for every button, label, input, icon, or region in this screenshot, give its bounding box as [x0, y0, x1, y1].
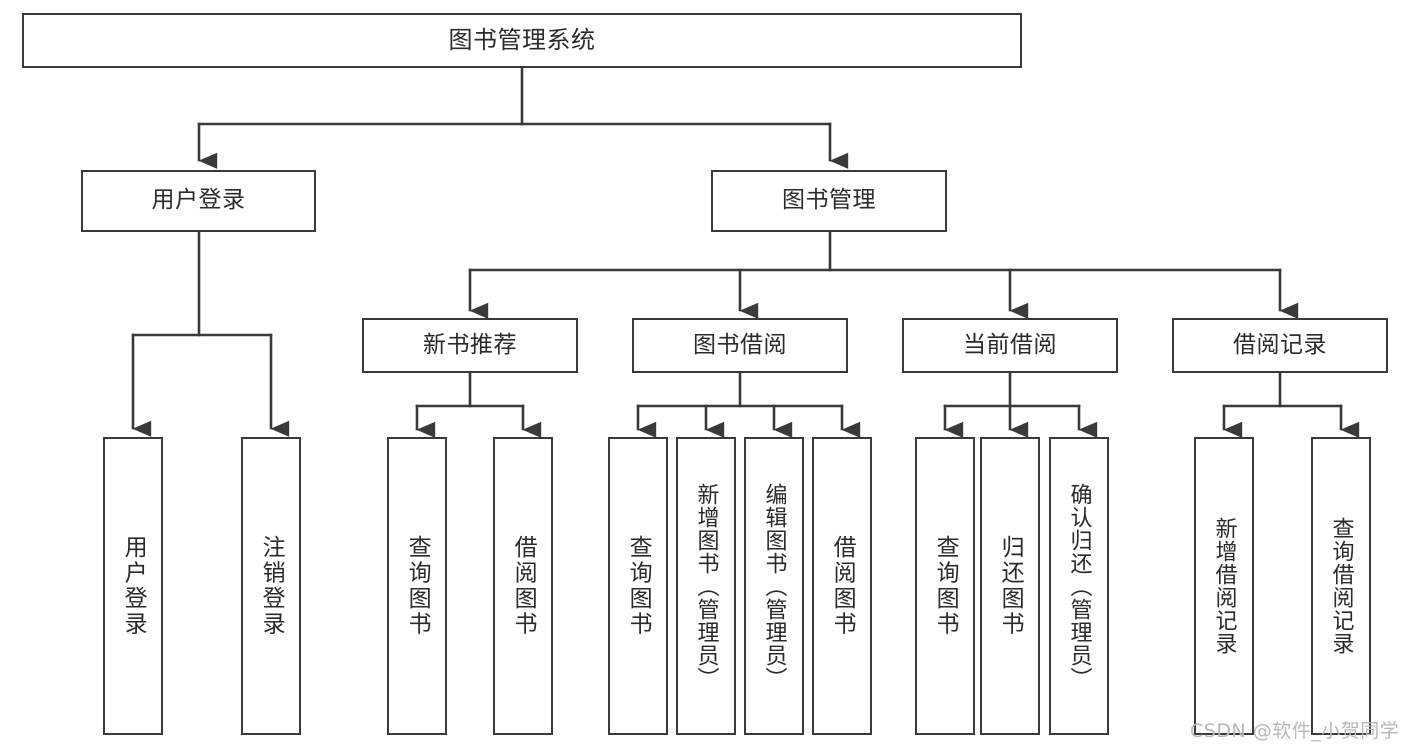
- node-leaf-confirm-return-admin[interactable]: 确认归还（管理员）: [1049, 437, 1109, 735]
- node-label: 注销登录: [258, 535, 285, 637]
- node-label: 新书推荐: [423, 331, 517, 358]
- node-leaf-query-borrow-record[interactable]: 查询借阅记录: [1311, 437, 1371, 735]
- node-leaf-add-borrow-record[interactable]: 新增借阅记录: [1194, 437, 1254, 735]
- node-label: 确认归还（管理员）: [1066, 482, 1092, 690]
- node-label: 新增图书（管理员）: [693, 482, 719, 690]
- node-leaf-query-book-borrow[interactable]: 查询图书: [608, 437, 668, 735]
- node-label: 借阅记录: [1233, 331, 1327, 358]
- node-leaf-logout[interactable]: 注销登录: [241, 437, 301, 735]
- node-label: 借阅图书: [510, 535, 537, 637]
- node-book-management[interactable]: 图书管理: [711, 170, 947, 232]
- watermark-text: CSDN @软件_小贺同学: [1190, 720, 1400, 742]
- node-leaf-edit-book-admin[interactable]: 编辑图书（管理员）: [744, 437, 804, 735]
- node-label: 图书管理系统: [448, 26, 596, 55]
- node-leaf-add-book-admin[interactable]: 新增图书（管理员）: [676, 437, 736, 735]
- node-label: 新增借阅记录: [1211, 517, 1237, 655]
- node-label: 当前借阅: [963, 331, 1057, 358]
- node-label: 编辑图书（管理员）: [761, 482, 787, 690]
- node-leaf-query-book-current[interactable]: 查询图书: [915, 437, 975, 735]
- node-label: 图书管理: [782, 187, 876, 214]
- node-current-borrow[interactable]: 当前借阅: [902, 318, 1118, 373]
- node-leaf-return-book[interactable]: 归还图书: [980, 437, 1040, 735]
- node-label: 查询图书: [625, 535, 652, 637]
- node-label: 查询借阅记录: [1328, 517, 1354, 655]
- node-label: 借阅图书: [829, 535, 856, 637]
- node-leaf-borrow-book-recommend[interactable]: 借阅图书: [493, 437, 553, 735]
- node-label: 用户登录: [120, 535, 147, 637]
- node-leaf-query-book-recommend[interactable]: 查询图书: [387, 437, 447, 735]
- node-label: 归还图书: [997, 535, 1024, 637]
- node-leaf-user-login[interactable]: 用户登录: [103, 437, 163, 735]
- node-root-system[interactable]: 图书管理系统: [22, 13, 1022, 68]
- node-label: 查询图书: [404, 535, 431, 637]
- node-user-login[interactable]: 用户登录: [81, 170, 316, 232]
- node-label: 查询图书: [932, 535, 959, 637]
- node-borrow-record[interactable]: 借阅记录: [1172, 318, 1388, 373]
- node-new-book-recommend[interactable]: 新书推荐: [362, 318, 578, 373]
- node-label: 用户登录: [151, 187, 246, 214]
- node-leaf-borrow-book[interactable]: 借阅图书: [812, 437, 872, 735]
- node-label: 图书借阅: [693, 331, 787, 358]
- node-book-borrow[interactable]: 图书借阅: [632, 318, 848, 373]
